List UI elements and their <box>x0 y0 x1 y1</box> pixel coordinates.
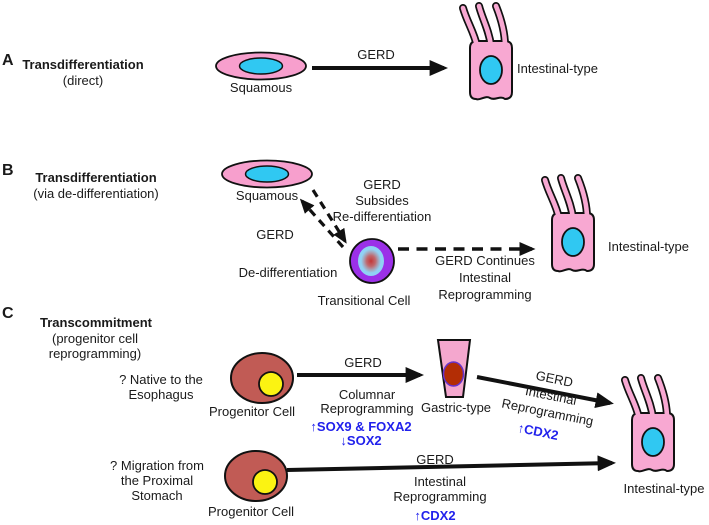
dediff-label: De-differentiation <box>238 265 338 280</box>
native-esophagus-label: ? Native to the Esophagus <box>119 372 203 402</box>
migration-stomach-label: ? Migration from the Proximal Stomach <box>110 458 204 503</box>
gerd-label-c1: GERD <box>344 355 382 370</box>
progenitor-label-1: Progenitor Cell <box>209 404 295 419</box>
squamous-label-b: Squamous <box>235 188 299 203</box>
gerd-label-c2: GERD <box>416 452 454 467</box>
gastric-cell-icon <box>437 339 471 398</box>
transitional-label: Transitional Cell <box>317 293 411 308</box>
sox9-foxa2-label: ↑SOX9 & FOXA2 <box>310 419 412 434</box>
section-a-letter: A <box>2 52 14 69</box>
section-b-subtitle: (via de-differentiation) <box>33 186 159 201</box>
gerd-continues-label: GERD Continues Intestinal Reprogramming <box>435 253 535 302</box>
gastric-label: Gastric-type <box>420 400 492 415</box>
intestinal-cell-icon-a <box>455 4 525 104</box>
intestinal-reprogramming-label-lower: Intestinal Reprogramming <box>393 474 487 504</box>
intestinal-cell-icon-c <box>617 376 687 476</box>
stomach-to-intestinal-arrow <box>286 455 616 472</box>
squamous-cell-icon <box>215 51 307 81</box>
section-b-title: Transdifferentiation <box>35 170 157 185</box>
cdx2-label-lower: ↑CDX2 <box>414 508 456 523</box>
dedifferentiation-arrow <box>311 189 347 244</box>
intestinal-cell-icon-b <box>537 176 607 276</box>
section-a-subtitle: (direct) <box>62 73 104 88</box>
section-c-subtitle: (progenitor cell reprogramming) <box>48 331 142 361</box>
section-b-letter: B <box>2 162 14 179</box>
intestinal-label-c: Intestinal-type <box>623 481 705 496</box>
intestinal-label-a: Intestinal-type <box>517 61 598 76</box>
section-c-letter: C <box>2 305 14 322</box>
intestinal-label-b: Intestinal-type <box>608 239 689 254</box>
gerd-label-a: GERD <box>357 47 395 62</box>
gerd-label-b: GERD <box>256 227 294 242</box>
squamous-cell-icon-b <box>221 159 313 189</box>
transitional-cell-icon <box>349 238 395 284</box>
progenitor-cell-icon-1 <box>230 352 294 404</box>
gastric-to-intestinal-arrow <box>476 375 614 409</box>
progenitor-label-2: Progenitor Cell <box>208 504 294 519</box>
section-c-title: Transcommitment <box>40 315 152 330</box>
columnar-reprogramming-label: Columnar Reprogramming <box>320 387 414 416</box>
squamous-label-a: Squamous <box>229 80 293 95</box>
redifferentiation-arrow <box>299 198 345 249</box>
progenitor-cell-icon-2 <box>224 450 288 502</box>
rediff-label: GERD Subsides Re-differentiation <box>332 177 432 224</box>
sox2-label: ↓SOX2 <box>340 433 382 448</box>
section-a-title: Transdifferentiation <box>22 57 144 72</box>
